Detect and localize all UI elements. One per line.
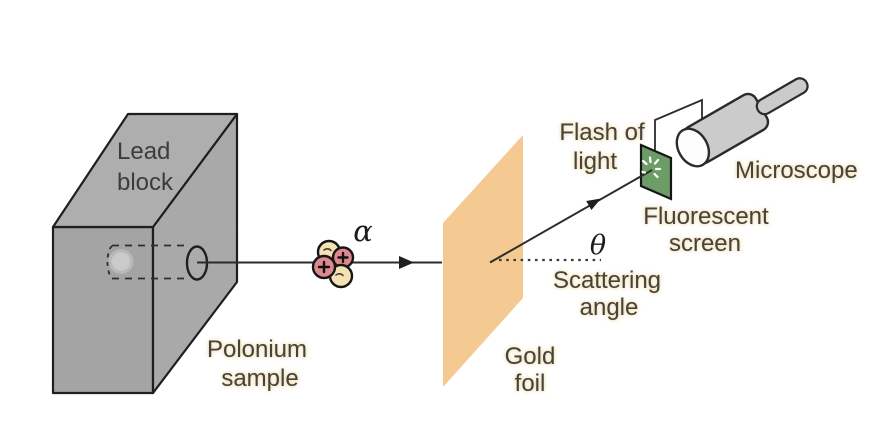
lead-block-front-face xyxy=(51,225,155,395)
flash-of-light-label-line1: Flash of xyxy=(559,119,645,146)
lead-block-top-face xyxy=(51,112,239,229)
microscope-label: Microscope xyxy=(735,157,858,184)
lead-block-label-line1: Lead xyxy=(117,138,170,165)
lead-block-label-line2: block xyxy=(117,169,174,196)
theta-symbol: θ xyxy=(590,230,606,261)
polonium-sample-blob xyxy=(108,249,134,274)
beam-arrowhead-icon xyxy=(399,256,414,269)
scattered-ray xyxy=(489,169,653,264)
fluorescent-screen xyxy=(639,143,673,201)
polonium-sample-label-line2: sample xyxy=(221,365,298,392)
flash-of-light-label-line2: light xyxy=(573,148,617,175)
scattered-ray-arrowhead-icon xyxy=(586,198,601,210)
microscope-eyepiece xyxy=(755,77,809,116)
proton-plus-icon xyxy=(317,251,349,274)
scattering-angle-label-line1: Scattering xyxy=(553,267,661,294)
gold-foil xyxy=(443,135,523,387)
gold-foil-label-line2: foil xyxy=(515,370,546,397)
fluorescent-screen-label-line2: screen xyxy=(669,230,741,257)
labels: Lead block Polonium sample Gold foil θ S… xyxy=(117,119,858,397)
microscope-lens xyxy=(675,127,711,168)
flash-sparkle-icon xyxy=(641,156,662,179)
microscope xyxy=(675,77,809,168)
alpha-symbol: α xyxy=(353,214,373,248)
fluorescent-screen-label-line1: Fluorescent xyxy=(643,203,769,230)
polonium-sample-label-line1: Polonium xyxy=(207,336,307,363)
neutron-shading-mark xyxy=(323,248,344,277)
gold-foil-label-line1: Gold xyxy=(505,343,556,370)
bore-tunnel-dashed-lines xyxy=(106,244,188,280)
scattering-angle-label-line2: angle xyxy=(580,294,639,321)
scattered-ray-line xyxy=(489,169,653,264)
alpha-particle xyxy=(311,239,355,289)
